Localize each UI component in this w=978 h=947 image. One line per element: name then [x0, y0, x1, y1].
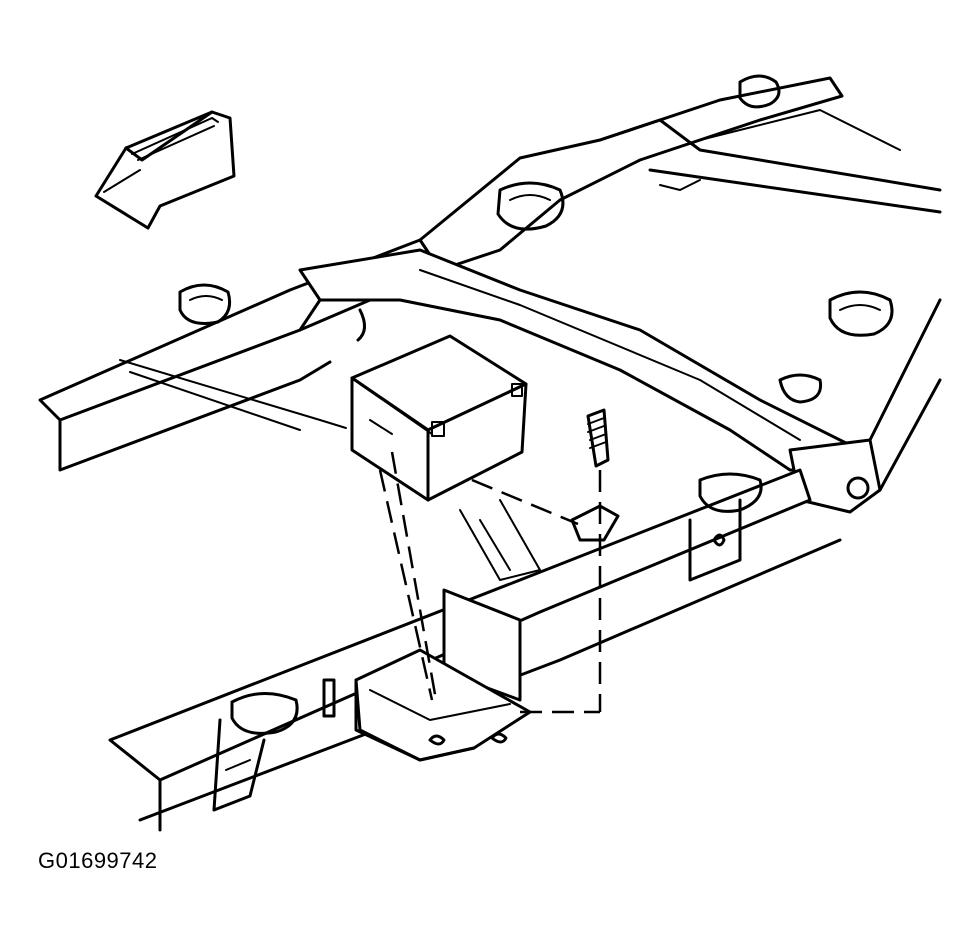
figure-id-label: G01699742: [38, 848, 158, 873]
right-frame-rail: [778, 290, 942, 514]
battery: [350, 334, 528, 502]
battery-tray: [322, 499, 541, 762]
hold-down-bolt: [586, 408, 610, 468]
front-direction-arrow-icon: [94, 110, 236, 230]
hold-down-retainer: [570, 504, 620, 542]
rear-crossmember: [418, 74, 942, 272]
installation-leader-lines: [378, 451, 602, 714]
